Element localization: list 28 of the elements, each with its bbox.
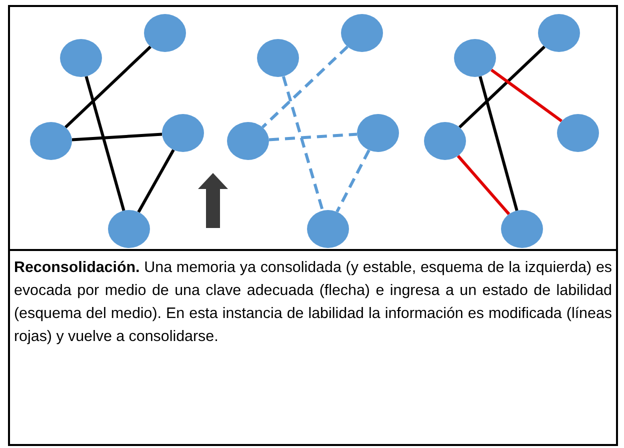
node-circle <box>341 14 383 52</box>
node-circle <box>557 114 599 152</box>
connector-line <box>456 154 510 216</box>
node-circle <box>162 114 204 152</box>
node-circle <box>257 39 299 77</box>
dashed-connector <box>282 76 324 212</box>
connector-line <box>458 46 546 128</box>
dashed-connector <box>261 46 349 128</box>
dashed-connector <box>336 150 370 212</box>
connector-line <box>490 68 562 122</box>
connector-line <box>72 132 162 142</box>
node-circle <box>60 39 102 77</box>
node-circle <box>307 210 349 248</box>
connector-line <box>478 76 518 211</box>
connector-line <box>64 46 152 128</box>
node-circle <box>144 14 186 52</box>
node-circle <box>108 210 150 248</box>
caption-text: Reconsolidación. Una memoria ya consolidada (y estable, esquema de la izquierda) es evocada por medio de una clave adecuada (flecha) e ingresa a un estado de labilidad (esquema del medio). En esta instancia de labilidad la información es modificada (líneas rojas) y vuelve a consolidarse. <box>14 258 612 347</box>
node-circle <box>357 114 399 152</box>
node-circle <box>227 122 269 160</box>
node-circle <box>30 122 72 160</box>
node-circle <box>424 122 466 160</box>
connector-line <box>137 149 175 213</box>
connector-line <box>84 76 126 211</box>
node-circle <box>501 210 543 248</box>
node-circle <box>538 14 580 52</box>
node-circle <box>454 39 496 77</box>
dashed-connector <box>268 132 358 142</box>
